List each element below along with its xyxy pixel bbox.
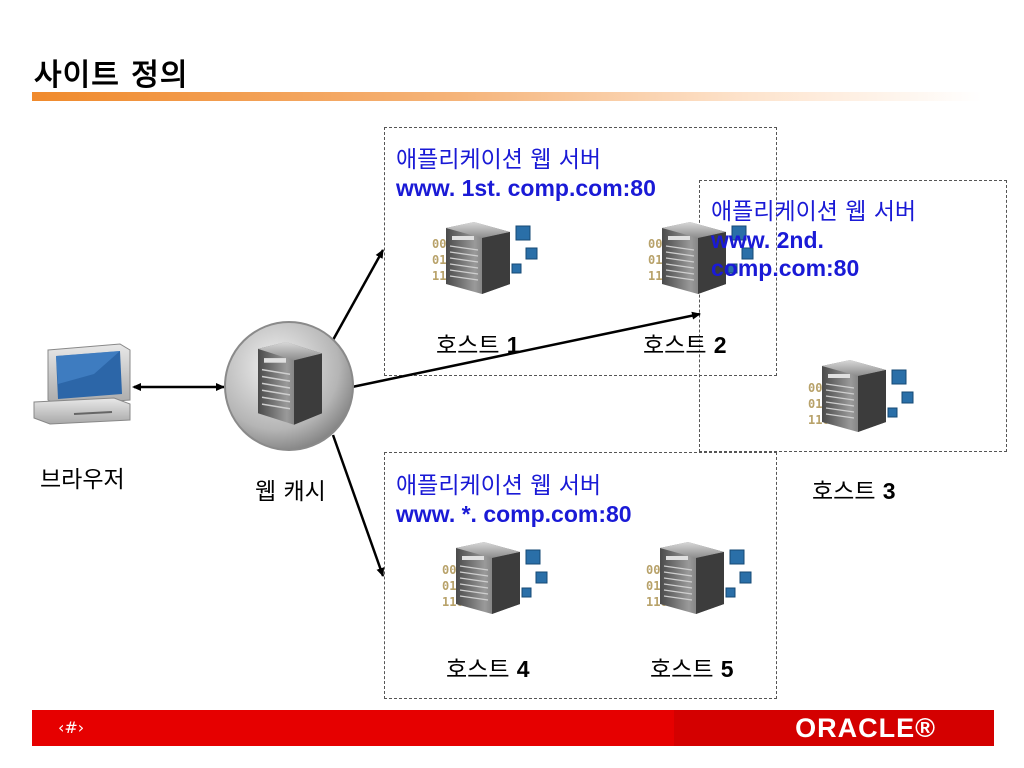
app-server-1-url: www. 1st. comp.com:80 bbox=[396, 175, 656, 201]
app-server-2-url-line2: comp.com:80 bbox=[711, 255, 860, 281]
page-title: 사이트 정의 bbox=[34, 58, 189, 93]
app-server-group-3 bbox=[384, 452, 777, 699]
app-server-2-url-line1: www. 2nd. bbox=[711, 227, 824, 253]
host-5-server-icon: 0010 0101 1101 bbox=[646, 541, 752, 615]
web-cache-server-icon bbox=[224, 321, 354, 451]
browser-label: 브라우저 bbox=[40, 467, 125, 493]
footer-bar: ‹#› ORACLE® bbox=[32, 710, 994, 746]
host-2-label: 호스트 2 bbox=[643, 332, 727, 359]
footer-logo-panel bbox=[674, 710, 994, 746]
title-underline bbox=[32, 92, 982, 101]
cache-to-group1-connector bbox=[331, 249, 385, 341]
page-number: ‹#› bbox=[58, 718, 85, 737]
oracle-logo: ORACLE® bbox=[795, 713, 936, 743]
host-1-label: 호스트 1 bbox=[436, 332, 520, 359]
desktop-computer-icon bbox=[33, 343, 131, 425]
app-server-2-heading: 애플리케이션 웹 서버 bbox=[711, 199, 917, 225]
host-4-label: 호스트 4 bbox=[446, 656, 530, 683]
cache-to-group3-connector bbox=[331, 434, 385, 577]
app-server-group-1 bbox=[384, 127, 777, 376]
host-5-label: 호스트 5 bbox=[650, 656, 734, 683]
app-server-3-label: 애플리케이션 웹 서버 www. *. comp.com:80 bbox=[396, 472, 632, 528]
app-server-2-label: 애플리케이션 웹 서버 www. 2nd. comp.com:80 bbox=[711, 198, 916, 282]
web-cache-label: 웹 캐시 bbox=[255, 479, 326, 505]
host-2-server-icon: 0010 0101 1101 bbox=[648, 221, 754, 295]
host-3-label: 호스트 3 bbox=[812, 478, 896, 505]
app-server-1-label: 애플리케이션 웹 서버 www. 1st. comp.com:80 bbox=[396, 146, 656, 202]
host-3-server-icon: 0010 0101 1101 bbox=[808, 359, 914, 433]
host-4-server-icon: 0010 0101 1101 bbox=[442, 541, 548, 615]
app-server-3-heading: 애플리케이션 웹 서버 bbox=[396, 473, 602, 499]
app-server-3-url: www. *. comp.com:80 bbox=[396, 501, 632, 527]
host-1-server-icon: 0010 0101 1101 bbox=[432, 221, 538, 295]
cache-to-group2-connector bbox=[351, 311, 701, 389]
app-server-1-heading: 애플리케이션 웹 서버 bbox=[396, 147, 602, 173]
